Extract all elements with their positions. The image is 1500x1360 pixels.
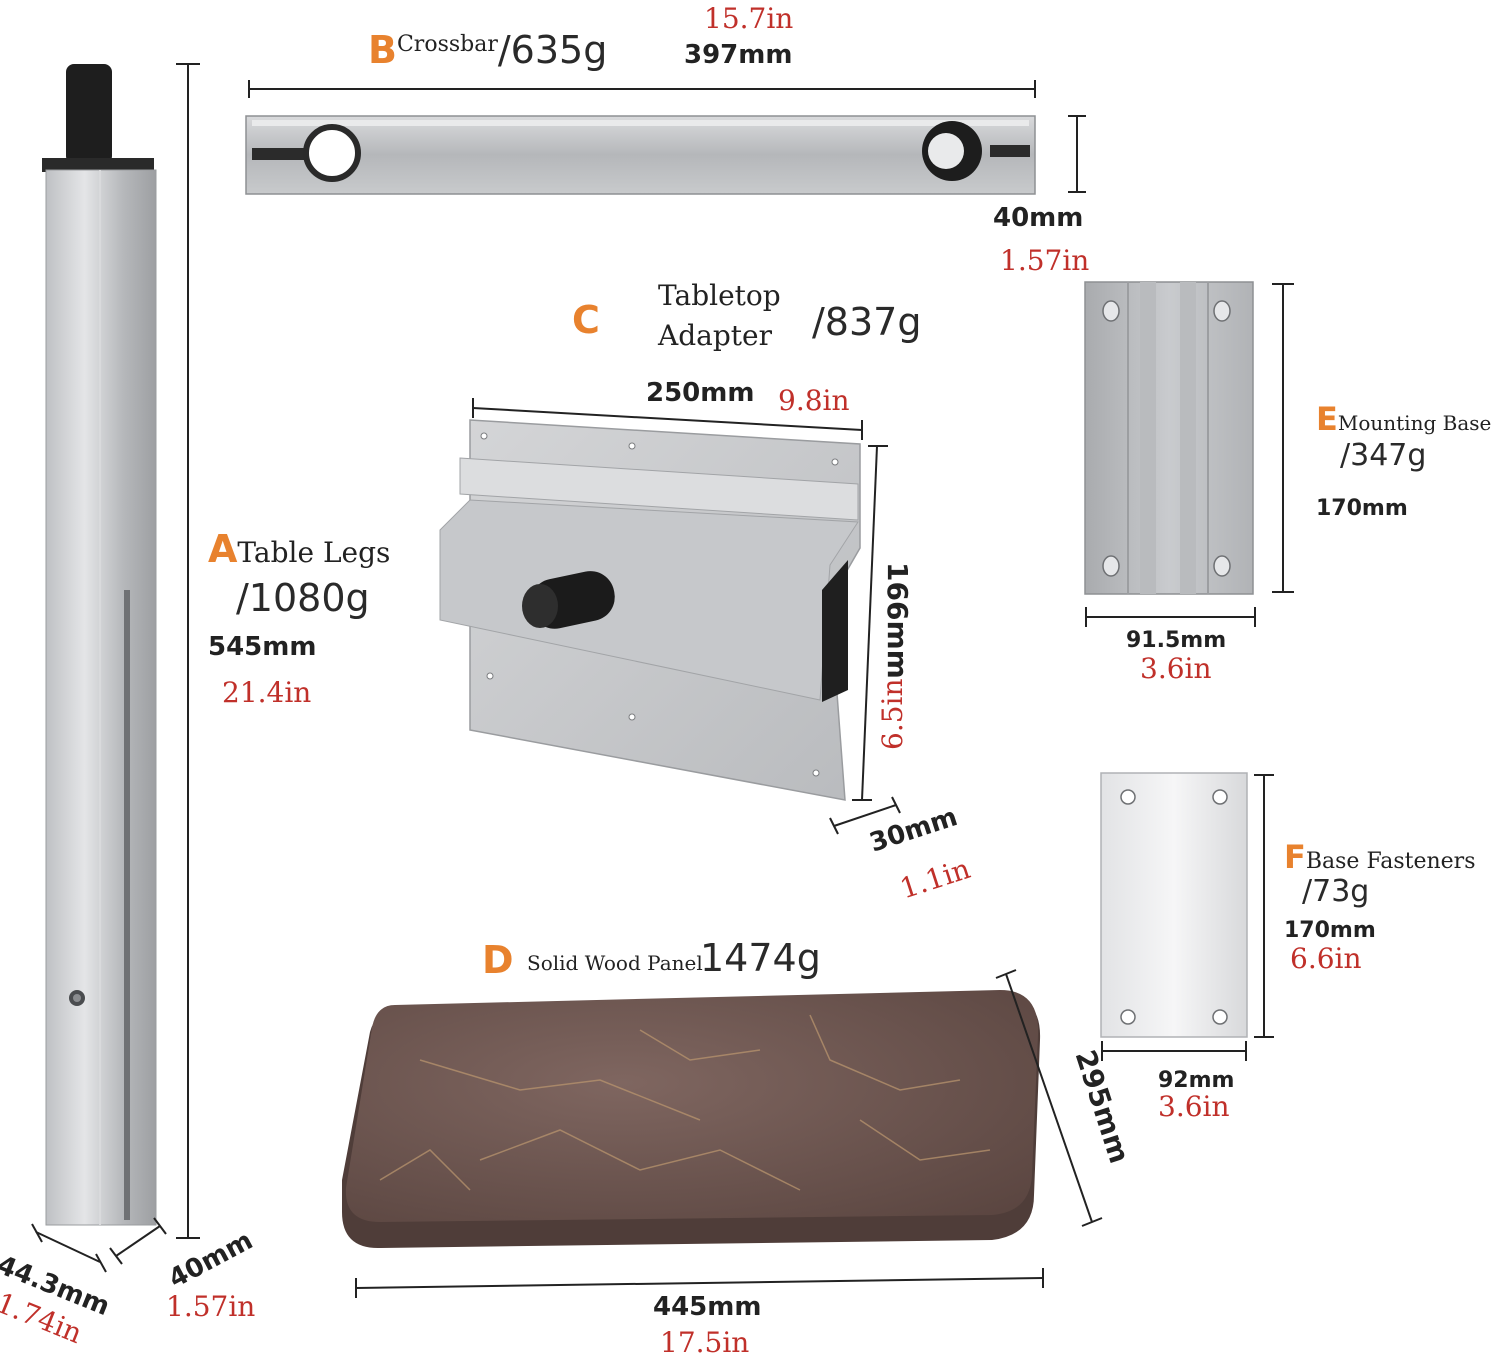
crossbar-height-in: 1.57in (1000, 244, 1090, 277)
table-legs-depth-in: 1.57in (166, 1290, 256, 1323)
table-legs-length-in: 21.4in (222, 676, 312, 709)
tabletop-adapter-width-dimension (472, 398, 863, 440)
wood-panel-weight: 1474g (700, 936, 821, 980)
crossbar-image (245, 115, 1036, 195)
crossbar-label: BCrossbar/635g (368, 28, 607, 72)
mounting-base-image (1084, 281, 1254, 595)
tabletop-adapter-height-mm: 166mm (881, 562, 914, 679)
base-fasteners-image (1100, 772, 1248, 1038)
crossbar-length-in: 15.7in (704, 2, 794, 35)
wood-panel-width-in: 17.5in (660, 1326, 750, 1359)
table-legs-length-mm: 545mm (208, 632, 317, 662)
wood-panel-depth-dimension (995, 969, 1103, 1227)
table-legs-name: Table Legs (237, 536, 391, 569)
base-fasteners-height-in: 6.6in (1290, 942, 1362, 975)
tabletop-adapter-height-in: 6.5in (876, 678, 909, 750)
mounting-base-width-mm: 91.5mm (1126, 628, 1227, 653)
tabletop-adapter-depth-dimension (829, 796, 901, 835)
tabletop-adapter-width-in: 9.8in (778, 384, 850, 417)
table-leg-width-dimension (31, 1223, 107, 1273)
base-fasteners-label: FBase Fasteners (1284, 838, 1475, 876)
base-fasteners-width-mm: 92mm (1158, 1068, 1235, 1093)
mounting-base-name: Mounting Base (1337, 411, 1492, 435)
mounting-base-height-dimension (1272, 283, 1294, 593)
wood-panel-width-dimension (355, 1268, 1044, 1298)
base-fasteners-weight: /73g (1302, 874, 1370, 909)
crossbar-letter: B (368, 28, 397, 72)
mounting-base-width-in: 3.6in (1140, 652, 1212, 685)
base-fasteners-letter: F (1284, 838, 1306, 876)
crossbar-dimension (248, 80, 1036, 98)
base-fasteners-width-in: 3.6in (1158, 1090, 1230, 1123)
table-legs-label: ATable Legs (208, 527, 390, 571)
crossbar-height-mm: 40mm (993, 203, 1084, 233)
table-leg-depth-dimension (109, 1217, 167, 1265)
base-fasteners-height-mm: 170mm (1284, 918, 1376, 943)
table-leg-length-dimension (176, 63, 200, 1239)
crossbar-weight: /635g (497, 28, 608, 72)
crossbar-length-mm: 397mm (684, 40, 793, 70)
base-fasteners-width-dimension (1101, 1041, 1247, 1061)
tabletop-adapter-letter: C (572, 298, 600, 342)
table-leg-image (42, 64, 157, 1226)
wood-panel-letter: D (482, 938, 514, 982)
tabletop-adapter-width-mm: 250mm (646, 378, 755, 408)
mounting-base-width-dimension (1085, 607, 1256, 627)
wood-panel-name: Solid Wood Panel (527, 951, 703, 975)
tabletop-adapter-weight: /837g (812, 300, 922, 344)
crossbar-height-dimension (1068, 115, 1086, 193)
tabletop-adapter-height-dimension (852, 445, 888, 801)
table-legs-weight: /1080g (236, 576, 370, 620)
base-fasteners-name: Base Fasteners (1305, 849, 1476, 874)
base-fasteners-height-dimension (1254, 774, 1274, 1038)
mounting-base-label: EMounting Base (1316, 400, 1491, 438)
mounting-base-letter: E (1316, 400, 1338, 438)
wood-panel-width-mm: 445mm (653, 1292, 762, 1322)
wood-panel-image (342, 990, 1041, 1248)
mounting-base-height-mm: 170mm (1316, 496, 1408, 521)
crossbar-name: Crossbar (396, 32, 498, 57)
tabletop-adapter-name: Tabletop Adapter (658, 279, 781, 352)
mounting-base-weight: /347g (1340, 438, 1427, 473)
table-legs-letter: A (208, 527, 238, 571)
tabletop-adapter-image (439, 419, 861, 801)
